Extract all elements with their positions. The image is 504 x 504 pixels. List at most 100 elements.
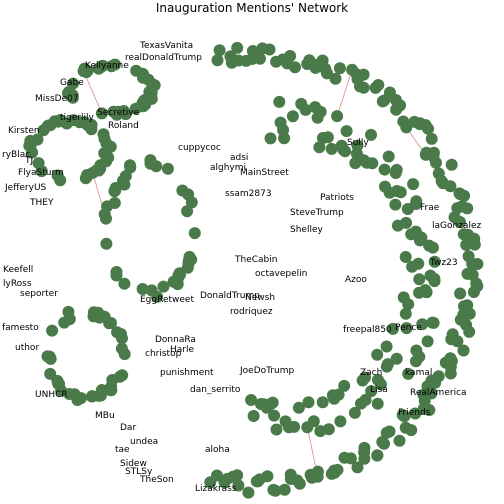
node-label: MBu bbox=[95, 411, 115, 421]
node-label: Dar bbox=[120, 423, 136, 433]
node-label: cuppycoc bbox=[178, 143, 221, 153]
network-node bbox=[104, 384, 117, 397]
node-label: ryBlac bbox=[2, 150, 30, 160]
network-node bbox=[423, 239, 436, 252]
network-node bbox=[46, 324, 59, 337]
network-node bbox=[457, 228, 470, 241]
node-label: Pence bbox=[395, 323, 422, 333]
network-node bbox=[454, 287, 467, 300]
network-node bbox=[454, 313, 467, 326]
network-node bbox=[314, 105, 327, 118]
node-label: Friends bbox=[398, 408, 431, 418]
network-node bbox=[102, 151, 115, 164]
network-node bbox=[103, 317, 116, 330]
network-node bbox=[357, 68, 370, 81]
network-node bbox=[115, 328, 127, 340]
network-node bbox=[394, 186, 407, 199]
network-node bbox=[467, 286, 480, 298]
network-node bbox=[213, 44, 226, 57]
network-node bbox=[380, 360, 393, 373]
network-node bbox=[371, 397, 384, 410]
network-node bbox=[284, 468, 297, 481]
network-node bbox=[117, 105, 130, 117]
network-node bbox=[425, 132, 438, 145]
network-node bbox=[410, 355, 422, 368]
network-node bbox=[295, 97, 308, 110]
network-node bbox=[81, 169, 94, 181]
node-label: MissDe07 bbox=[35, 94, 79, 104]
network-node bbox=[399, 421, 412, 434]
network-node bbox=[124, 159, 136, 172]
network-node bbox=[428, 275, 441, 288]
network-node bbox=[136, 283, 149, 295]
node-label: STLSy bbox=[125, 467, 153, 477]
node-label: freepal850 bbox=[343, 325, 392, 335]
network-node bbox=[338, 379, 351, 392]
network-node bbox=[421, 335, 434, 348]
network-node bbox=[409, 407, 422, 420]
network-node bbox=[77, 65, 90, 78]
node-label: Zach bbox=[360, 368, 382, 378]
node-label: Twz23 bbox=[429, 258, 458, 268]
node-label: tigerlily bbox=[60, 113, 94, 123]
network-node bbox=[255, 398, 267, 410]
node-label: Azoo bbox=[345, 275, 367, 285]
network-node bbox=[400, 322, 413, 335]
network-node bbox=[399, 251, 412, 263]
network-node bbox=[204, 476, 217, 489]
network-node bbox=[371, 449, 384, 462]
network-node bbox=[334, 415, 347, 428]
network-node bbox=[246, 45, 259, 57]
chart-title: Inauguration Mentions' Network bbox=[155, 1, 349, 15]
network-edge bbox=[336, 69, 353, 117]
network-node bbox=[85, 119, 98, 131]
network-node bbox=[268, 409, 281, 422]
network-node bbox=[144, 154, 157, 167]
node-label: FlyaSturm bbox=[18, 168, 64, 178]
network-node bbox=[151, 290, 164, 303]
network-node bbox=[405, 228, 418, 241]
network-node bbox=[267, 483, 280, 496]
network-node bbox=[382, 150, 395, 163]
network-node bbox=[100, 237, 113, 250]
network-node bbox=[254, 52, 266, 65]
network-node bbox=[463, 325, 476, 338]
network-node bbox=[402, 298, 415, 311]
node-label: kamal bbox=[405, 368, 432, 378]
network-node bbox=[321, 131, 334, 144]
network-node bbox=[107, 105, 120, 118]
network-node bbox=[44, 367, 57, 380]
network-node bbox=[389, 198, 402, 211]
network-node bbox=[278, 483, 291, 496]
network-node bbox=[264, 132, 277, 145]
network-node bbox=[245, 394, 258, 406]
network-node bbox=[407, 178, 420, 191]
network-node bbox=[380, 426, 393, 439]
node-label: EggRetweet bbox=[140, 295, 194, 305]
network-node bbox=[67, 114, 80, 127]
network-node bbox=[301, 421, 314, 434]
network-node bbox=[393, 434, 406, 447]
network-node bbox=[426, 316, 439, 329]
network-edge bbox=[83, 70, 103, 114]
network-node bbox=[413, 286, 426, 299]
network-node bbox=[413, 273, 426, 286]
network-node bbox=[398, 410, 411, 423]
network-node bbox=[95, 107, 108, 120]
network-node bbox=[188, 227, 201, 240]
network-node bbox=[400, 216, 413, 229]
node-label: THEY bbox=[29, 198, 54, 208]
network-node bbox=[183, 250, 196, 263]
network-node bbox=[92, 164, 105, 177]
network-node bbox=[142, 73, 155, 86]
node-label: uthor bbox=[15, 343, 39, 353]
node-label: Gabe bbox=[60, 78, 84, 88]
network-node bbox=[58, 316, 71, 329]
network-node bbox=[337, 143, 350, 156]
node-label: Sully bbox=[347, 138, 369, 148]
network-node bbox=[399, 307, 412, 320]
node-label: ssam2873 bbox=[225, 189, 272, 199]
network-node bbox=[458, 189, 471, 202]
network-node bbox=[412, 257, 425, 270]
